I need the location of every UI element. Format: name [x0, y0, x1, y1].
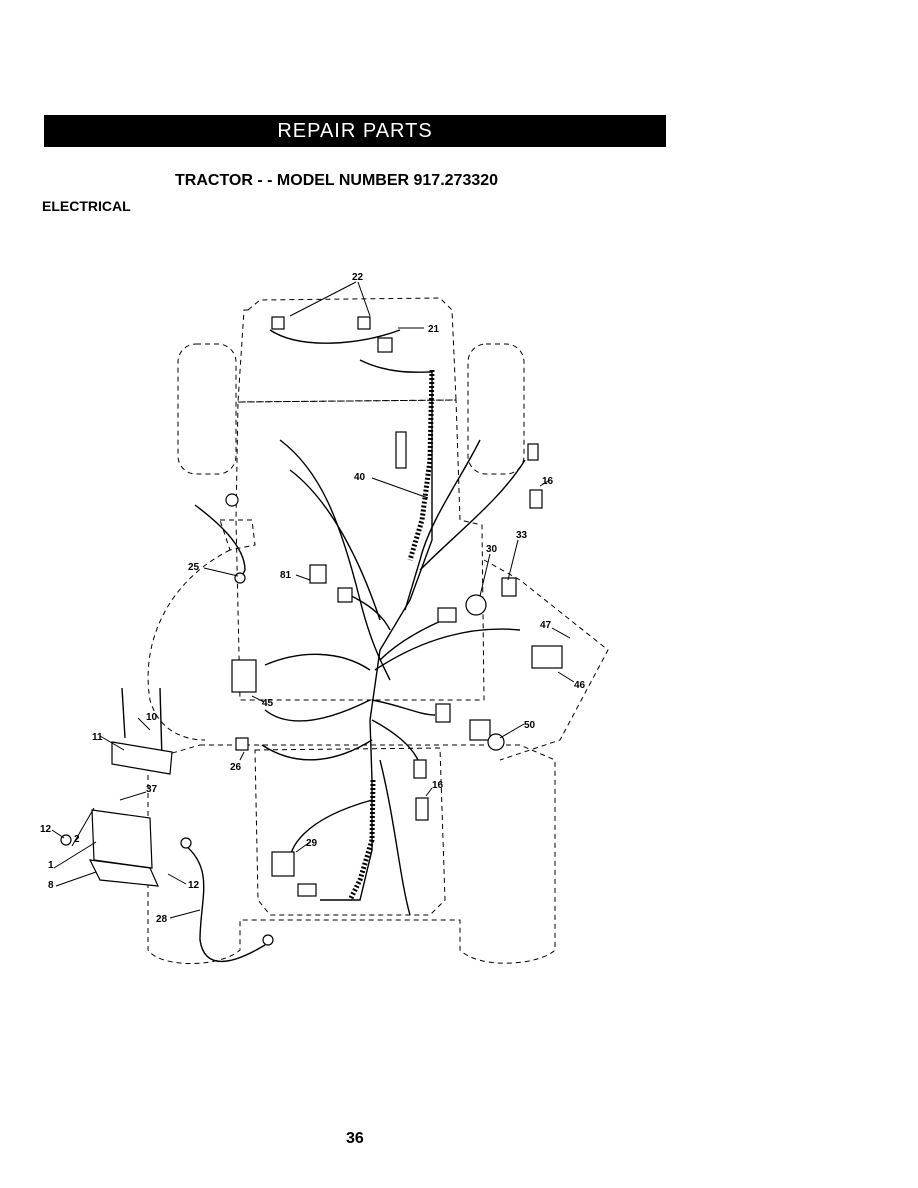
- relay-81: [309, 564, 327, 584]
- callout-12-left: 12: [40, 824, 52, 835]
- callout-46: 46: [574, 680, 586, 691]
- callout-12-right: 12: [188, 880, 200, 891]
- callout-28: 28: [156, 914, 168, 925]
- hour-meter-46: [531, 645, 563, 669]
- callout-labels: 22 21 40 16 33 30 25 81 47 46 45 10 11 5…: [40, 272, 586, 925]
- callout-40: 40: [354, 472, 366, 483]
- switch-29-connector: [297, 883, 317, 897]
- callout-22: 22: [352, 272, 364, 283]
- page-title: TRACTOR - - MODEL NUMBER 917.273320: [175, 172, 499, 189]
- connector-plug-right: [527, 443, 539, 461]
- callout-50: 50: [524, 720, 536, 731]
- cable-25-ring: [234, 572, 246, 584]
- terminal-26: [235, 737, 249, 751]
- callout-26: 26: [230, 762, 242, 773]
- battery-holddown-11: [111, 741, 173, 775]
- coil-wire: [347, 369, 435, 902]
- section-heading: ELECTRICAL: [42, 198, 131, 214]
- callout-29: 29: [306, 838, 318, 849]
- page-number: 36: [346, 1130, 364, 1147]
- switch-50-button: [487, 733, 505, 751]
- connector-plug: [395, 431, 407, 469]
- callout-11: 11: [92, 732, 103, 743]
- battery-1: [91, 809, 153, 869]
- callout-37: 37: [146, 784, 158, 795]
- cable-28-ring-bottom: [262, 934, 274, 946]
- switch-33: [501, 577, 517, 597]
- parts: [60, 316, 563, 946]
- switch-16-lower: [415, 797, 429, 821]
- headlight-bulb-right: [357, 316, 371, 330]
- callout-33: 33: [516, 530, 528, 541]
- ignition-switch-30: [465, 594, 487, 616]
- callout-16-lower: 16: [432, 780, 444, 791]
- tractor-outline: [147, 297, 609, 964]
- wire-harness: [121, 329, 526, 963]
- ignition-connector: [437, 607, 457, 623]
- switch-29: [271, 851, 295, 877]
- connector-16-lower: [413, 759, 427, 779]
- switch-16-top: [529, 489, 543, 509]
- cable-28-ring-top: [180, 837, 192, 849]
- cable-25-end: [225, 493, 239, 507]
- leader-lines: [51, 281, 575, 919]
- callout-21: 21: [428, 324, 440, 335]
- callout-2: 2: [74, 834, 80, 845]
- callout-30: 30: [486, 544, 498, 555]
- relay-connector: [337, 587, 353, 603]
- headlight-bulb-left: [271, 316, 285, 330]
- switch-50: [469, 719, 491, 741]
- callout-25: 25: [188, 562, 200, 573]
- callout-47: 47: [540, 620, 552, 631]
- connector-block: [435, 703, 451, 723]
- banner-text: REPAIR PARTS: [277, 119, 433, 142]
- callout-1: 1: [48, 860, 54, 871]
- battery-tray-8: [88, 859, 159, 887]
- callout-81: 81: [280, 570, 292, 581]
- callout-16-top: 16: [542, 476, 554, 487]
- module-45: [231, 659, 257, 693]
- callout-45: 45: [262, 698, 274, 709]
- repair-parts-banner: REPAIR PARTS: [44, 115, 666, 147]
- headlight-connector: [377, 337, 393, 353]
- callout-8: 8: [48, 880, 54, 891]
- callout-10: 10: [146, 712, 158, 723]
